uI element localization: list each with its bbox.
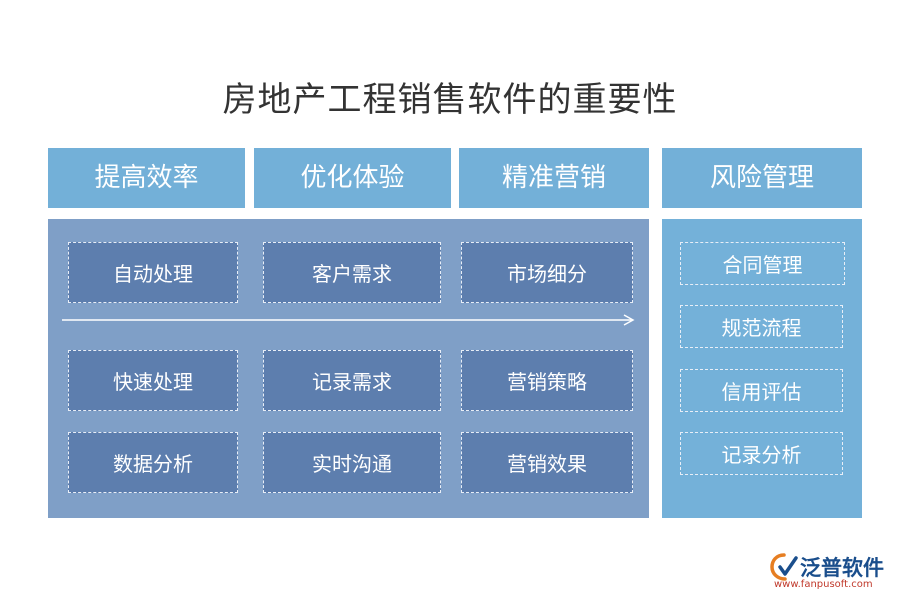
item-marketing-strategy: 营销策略 bbox=[461, 350, 633, 411]
header-marketing: 精准营销 bbox=[459, 148, 649, 208]
header-efficiency: 提高效率 bbox=[48, 148, 245, 208]
item-fast-processing: 快速处理 bbox=[68, 350, 238, 411]
item-customer-needs: 客户需求 bbox=[263, 242, 441, 303]
fanpu-logo-icon bbox=[770, 553, 798, 581]
fanpu-logo: 泛普软件 www.fanpusoft.com bbox=[768, 552, 898, 596]
header-experience: 优化体验 bbox=[254, 148, 451, 208]
item-realtime-communication: 实时沟通 bbox=[263, 432, 441, 493]
logo-url: www.fanpusoft.com bbox=[774, 579, 873, 590]
page-title: 房地产工程销售软件的重要性 bbox=[222, 80, 678, 120]
header-risk: 风险管理 bbox=[662, 148, 862, 208]
item-contract-management: 合同管理 bbox=[680, 242, 845, 285]
item-record-analysis: 记录分析 bbox=[680, 432, 843, 475]
logo-name: 泛普软件 bbox=[800, 556, 884, 580]
item-credit-evaluation: 信用评估 bbox=[680, 369, 843, 412]
item-marketing-effect: 营销效果 bbox=[461, 432, 633, 493]
item-record-needs: 记录需求 bbox=[263, 350, 441, 411]
right-arrow-icon bbox=[62, 314, 635, 326]
item-standard-process: 规范流程 bbox=[680, 305, 843, 348]
item-market-segmentation: 市场细分 bbox=[461, 242, 633, 303]
item-auto-processing: 自动处理 bbox=[68, 242, 238, 303]
item-data-analysis: 数据分析 bbox=[68, 432, 238, 493]
